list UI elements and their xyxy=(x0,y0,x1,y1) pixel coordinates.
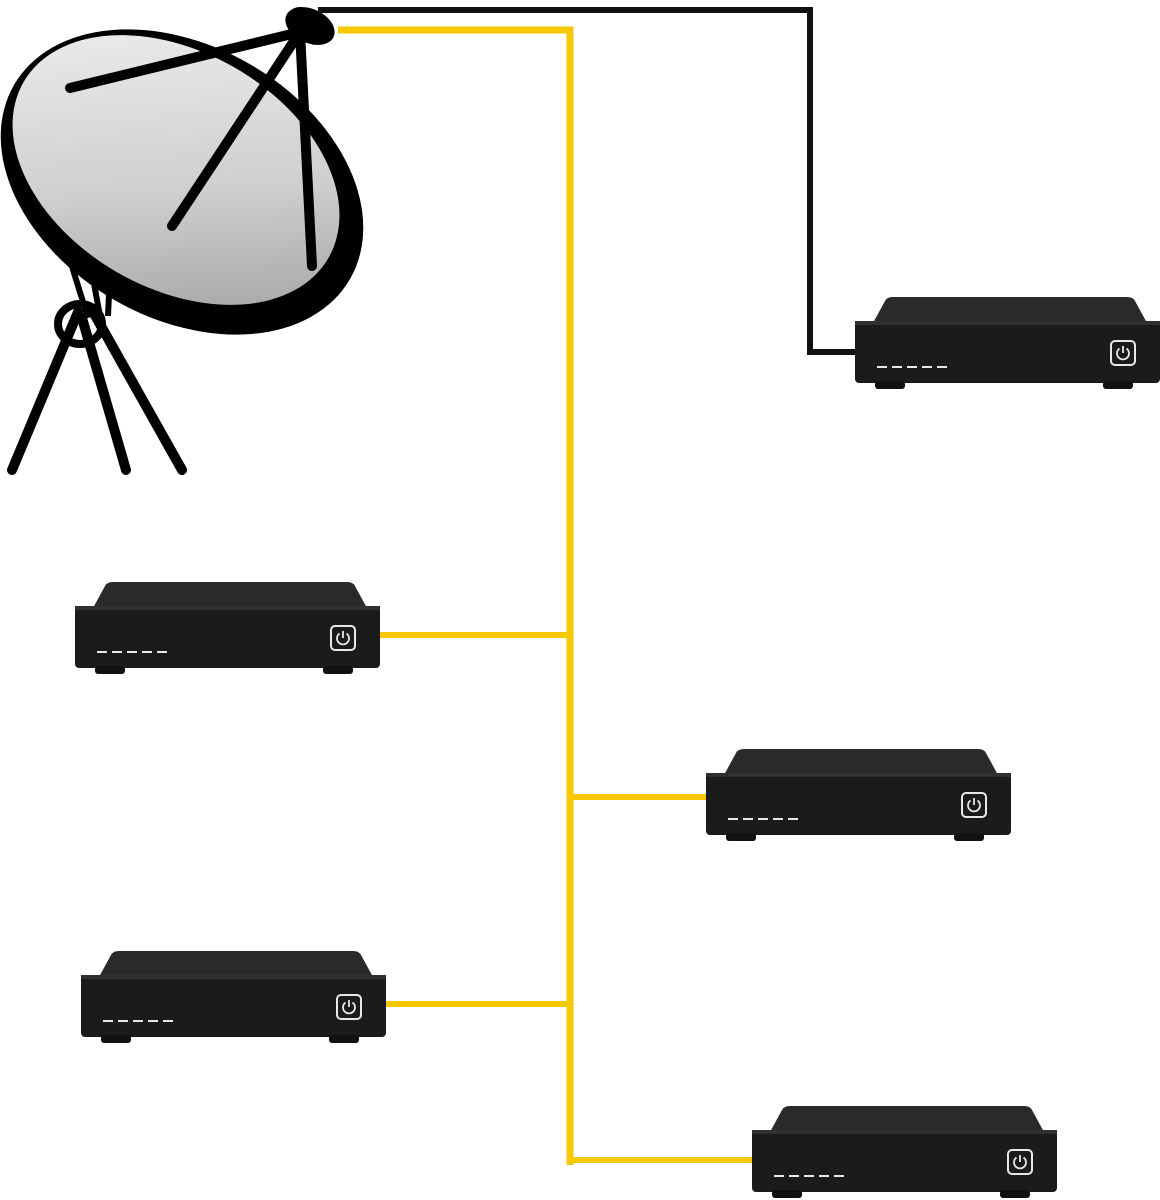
black-cable xyxy=(318,7,858,355)
receiver-2 xyxy=(74,581,381,675)
receiver-4 xyxy=(80,950,387,1044)
receiver-5 xyxy=(751,1105,1058,1199)
satellite-dish-icon xyxy=(0,7,364,475)
receiver-1 xyxy=(854,296,1160,390)
yellow-cable-feed xyxy=(338,26,574,1165)
receiver-3 xyxy=(705,748,1012,842)
cable-network xyxy=(318,7,858,1165)
